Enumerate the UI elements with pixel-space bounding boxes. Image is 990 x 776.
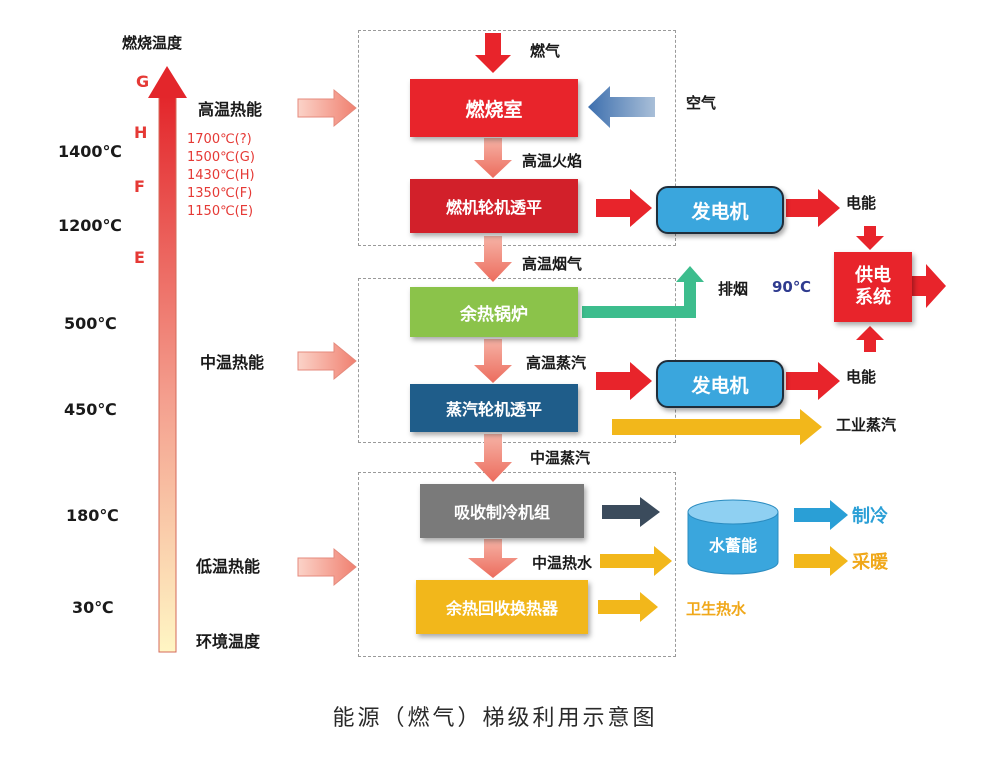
grade-temp-5: 1150℃(E): [187, 204, 254, 219]
mid-temp-hot-water-label: 中温热水: [532, 554, 593, 572]
high-temp-steam-label: 高温蒸汽: [526, 354, 587, 372]
gas-arrow: [475, 33, 511, 73]
low-heat-label: 低温热能: [196, 557, 261, 576]
scale-title: 燃烧温度: [122, 34, 183, 52]
generator-2-box: 发电机: [656, 360, 784, 408]
hot-water-arrow: [600, 546, 672, 576]
power-supply-line1: 供电: [855, 265, 891, 286]
grade-temp-3: 1430℃(H): [187, 168, 255, 183]
temperature-scale-arrow: [148, 66, 187, 653]
electricity2-up-arrow: [856, 326, 884, 352]
gas-label: 燃气: [530, 42, 561, 60]
high-heat-arrow: [297, 88, 357, 128]
power-supply-line2: 系统: [855, 287, 891, 308]
mid-steam-arrow: [474, 434, 512, 482]
high-temp-flame-label: 高温火焰: [522, 152, 583, 170]
air-arrow: [588, 86, 655, 128]
flame-arrow: [474, 138, 512, 178]
chiller-down-arrow: [468, 539, 518, 578]
power-supply-box: 供电 系统: [834, 252, 912, 322]
grade-temp-4: 1350℃(F): [187, 186, 253, 201]
grade-temp-list: 1700℃(?) 1500℃(G) 1430℃(H) 1350℃(F) 1150…: [187, 131, 255, 221]
grade-temp-2: 1500℃(G): [187, 150, 255, 165]
generator2-to-power-arrow: [786, 362, 840, 400]
exhaust-label: 排烟: [718, 280, 749, 298]
grade-g: G: [136, 72, 150, 91]
heating-arrow: [794, 546, 848, 576]
exhaust-arrow: [582, 266, 704, 318]
water-storage-label: 水蓄能: [708, 536, 757, 555]
cooling-label: 制冷: [852, 506, 888, 527]
air-label: 空气: [686, 94, 717, 112]
stage-frame-high: [358, 30, 676, 246]
low-heat-arrow: [297, 547, 357, 587]
mid-temp-steam-label: 中温蒸汽: [530, 449, 591, 467]
temp-1400: 1400℃: [58, 142, 122, 161]
high-temp-flue-gas-label: 高温烟气: [522, 255, 583, 273]
steam-turbine-box: 蒸汽轮机透平: [410, 384, 578, 432]
sanitary-hot-water-label: 卫生热水: [686, 600, 747, 618]
heating-label: 采暖: [852, 552, 888, 573]
industrial-steam-arrow: [612, 409, 822, 445]
generator1-to-power-arrow: [786, 189, 840, 227]
electricity-2-label: 电能: [846, 368, 877, 386]
diagram-caption: 能源（燃气）梯级利用示意图: [332, 706, 658, 731]
high-heat-label: 高温热能: [198, 100, 263, 119]
generator-1-box: 发电机: [656, 186, 784, 234]
chiller-out-arrow: [602, 497, 660, 527]
combustion-chamber-box: 燃烧室: [410, 79, 578, 137]
temp-450: 450℃: [64, 400, 117, 419]
ambient-temp-label: 环境温度: [196, 632, 261, 651]
exhaust-temp-label: 90℃: [772, 278, 812, 296]
flue-gas-arrow: [474, 236, 512, 282]
water-storage-tank: [687, 499, 779, 575]
gas-turbine-box: 燃机轮机透平: [410, 179, 578, 233]
industrial-steam-label: 工业蒸汽: [836, 416, 897, 434]
grade-e: E: [134, 248, 145, 267]
temp-500: 500℃: [64, 314, 117, 333]
turbine-to-generator-arrow: [596, 189, 652, 227]
high-steam-arrow: [474, 339, 512, 383]
waste-heat-boiler-box: 余热锅炉: [410, 287, 578, 337]
power-supply-out-arrow: [912, 264, 946, 308]
electricity1-down-arrow: [856, 226, 884, 250]
cooling-arrow: [794, 500, 848, 530]
electricity-1-label: 电能: [846, 194, 877, 212]
temp-180: 180℃: [66, 506, 119, 525]
grade-f: F: [134, 177, 145, 196]
exchanger-arrow: [598, 592, 658, 622]
mid-heat-label: 中温热能: [200, 353, 265, 372]
stage-frame-low: [358, 472, 676, 657]
temp-1200: 1200℃: [58, 216, 122, 235]
mid-heat-arrow: [297, 341, 357, 381]
steam-turbine-to-generator-arrow: [596, 362, 652, 400]
grade-h: H: [134, 123, 148, 142]
temp-30: 30℃: [72, 598, 114, 617]
grade-temp-1: 1700℃(?): [187, 132, 252, 147]
absorption-chiller-box: 吸收制冷机组: [420, 484, 584, 538]
waste-heat-exchanger-box: 余热回收换热器: [416, 580, 588, 634]
